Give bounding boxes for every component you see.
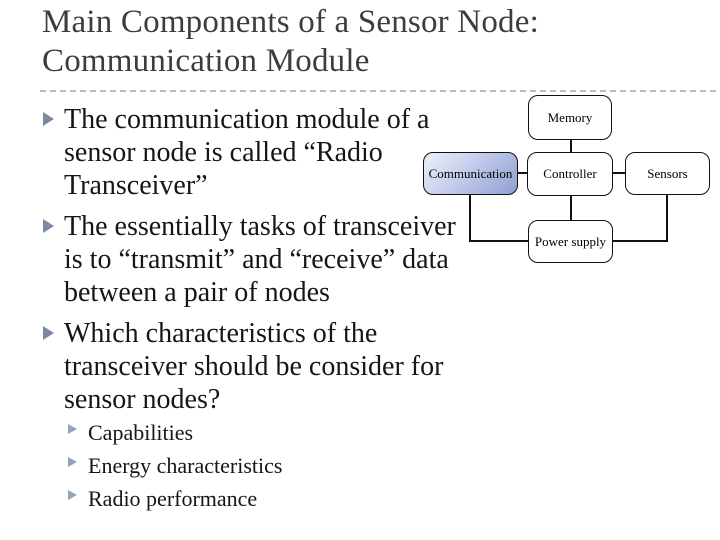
sub-bullet-energy-characteristics: Energy characteristics (68, 449, 484, 482)
diagram-node-memory: Memory (528, 95, 612, 140)
connector-sensors-power-horizontal (613, 240, 667, 242)
diagram-node-communication-highlighted: Communication (423, 152, 518, 195)
bullet-1-line-2: sensor node is called “Radio (64, 137, 383, 168)
bullet-arrow-icon (43, 219, 54, 233)
sub-bullet-arrow-icon (68, 457, 77, 467)
connector-controller-power (570, 196, 572, 220)
sub-bullet-radio-performance: Radio performance (68, 482, 484, 515)
slide-title-line-1: Main Components of a Sensor Node: (42, 4, 539, 40)
slide-title-line-2: Communication Module (42, 43, 370, 79)
connector-communication-controller (518, 172, 527, 174)
sub-bullet-arrow-icon (68, 424, 77, 434)
bullet-3-line-2: transceiver should be consider for (64, 351, 444, 382)
sub-bullet-1-label: Capabilities (88, 420, 194, 445)
connector-communication-power-vertical (469, 195, 471, 242)
bullet-item-1: The communication module of a sensor nod… (43, 103, 484, 202)
bullet-3-line-3: sensor nodes? (64, 384, 221, 415)
connector-sensors-power-vertical (666, 195, 668, 242)
diagram-node-sensors: Sensors (625, 152, 710, 195)
bullet-item-3: Which characteristics of the transceiver… (43, 317, 484, 416)
bullet-item-2: The essentially tasks of transceiver is … (43, 210, 484, 309)
sub-bullet-capabilities: Capabilities (68, 416, 484, 449)
bullet-2-line-2: is to “transmit” and “receive” data (64, 244, 449, 275)
bullet-2-line-1: The essentially tasks of transceiver (64, 211, 456, 242)
diagram-node-power-supply: Power supply (528, 220, 613, 263)
bullet-arrow-icon (43, 326, 54, 340)
title-separator-dashed-line (40, 90, 716, 92)
bullet-1-line-3: Transceiver” (64, 170, 208, 201)
bullet-arrow-icon (43, 112, 54, 126)
bullet-3-line-1: Which characteristics of the (64, 318, 378, 349)
bullet-list: The communication module of a sensor nod… (43, 103, 484, 515)
sub-bullet-2-label: Energy characteristics (88, 453, 283, 478)
sub-bullet-3-label: Radio performance (88, 486, 258, 511)
connector-communication-power-horizontal (470, 240, 528, 242)
sub-bullet-arrow-icon (68, 490, 77, 500)
connector-memory-controller (570, 140, 572, 152)
connector-controller-sensors (613, 172, 625, 174)
bullet-1-line-1: The communication module of a (64, 104, 430, 135)
slide-title: Main Components of a Sensor Node: Commun… (42, 3, 702, 81)
diagram-node-controller: Controller (527, 152, 613, 196)
bullet-2-line-3: between a pair of nodes (64, 277, 330, 308)
sub-bullet-list: Capabilities Energy characteristics Radi… (64, 416, 484, 515)
